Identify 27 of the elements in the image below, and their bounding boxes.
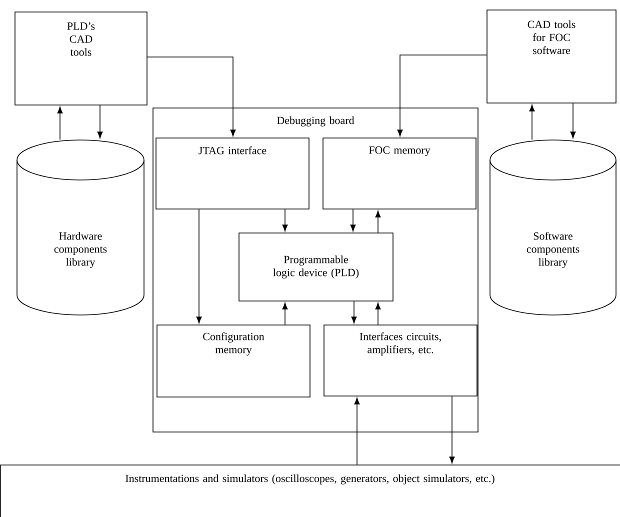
arrow <box>449 396 455 464</box>
arrow <box>147 56 236 136</box>
library-cylinder: Software components library <box>490 140 616 316</box>
arrow <box>375 210 381 233</box>
library-cylinder: Hardware components library <box>16 140 144 316</box>
interface-box: JTAG interface <box>156 138 310 210</box>
arrow <box>351 301 357 324</box>
arrow <box>354 398 360 465</box>
arrow <box>529 104 535 140</box>
node-label: Software components library <box>526 232 580 268</box>
device-box: Programmable logic device (PLD) <box>238 232 394 302</box>
tool-box: PLD’s CAD tools <box>14 12 148 106</box>
circuit-box: Interfaces circuits, amplifiers, etc. <box>324 324 478 396</box>
arrow <box>282 302 288 325</box>
arrow <box>282 209 288 232</box>
arrow <box>350 209 356 232</box>
memory-box: Configuration memory <box>156 324 310 398</box>
memory-box: FOC memory <box>322 138 476 210</box>
arrow <box>57 106 63 140</box>
tool-box: CAD tools for FOC software <box>486 10 616 104</box>
node-label: Hardware components library <box>54 232 107 268</box>
arrow <box>196 209 202 324</box>
arrow <box>97 105 103 138</box>
arrow <box>375 302 381 325</box>
instruments-box: Instrumentations and simulators (oscilloscopes, generators, object simulators, etc.) <box>0 464 620 517</box>
arrow <box>397 54 487 136</box>
arrow <box>570 103 576 138</box>
